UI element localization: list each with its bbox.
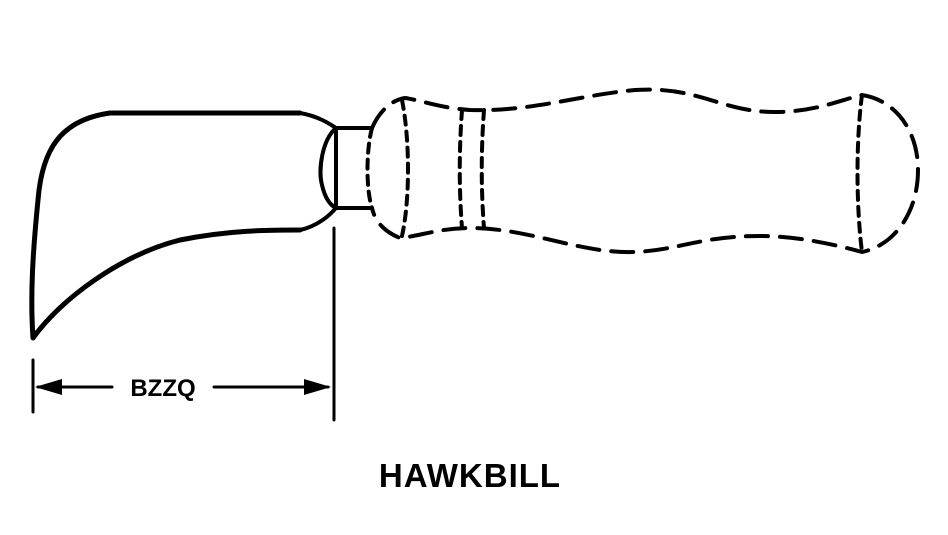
ferrule <box>318 126 374 210</box>
blade <box>29 110 338 341</box>
dimension-line: BZZQ <box>31 226 336 422</box>
dimension-arrow-right <box>304 379 331 395</box>
handle <box>365 87 920 255</box>
dimension-arrow-left <box>35 379 62 395</box>
diagram-caption: HAWKBILL <box>379 457 561 494</box>
dimension-label: BZZQ <box>130 375 195 402</box>
